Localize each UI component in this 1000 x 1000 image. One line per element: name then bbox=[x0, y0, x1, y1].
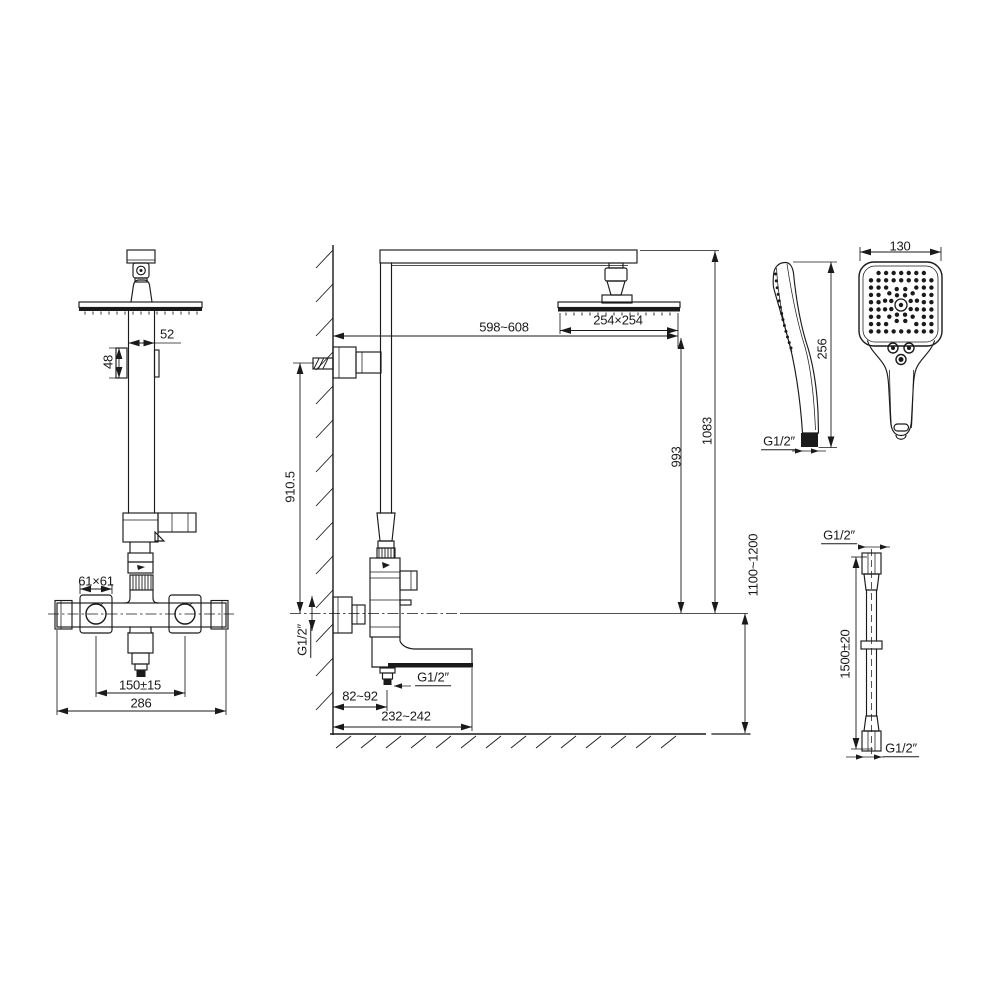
dim-height-1083-label: 1083 bbox=[699, 416, 715, 446]
thread-handshower-label: G1/2″ bbox=[761, 433, 797, 450]
thread-hose-top-label: G1/2″ bbox=[821, 527, 857, 544]
dim-body-width-label: 286 bbox=[130, 695, 152, 711]
thread-hose-bottom-label: G1/2″ bbox=[883, 740, 919, 757]
dim-bracket-height-label: 48 bbox=[100, 354, 116, 370]
dim-height-993-label: 993 bbox=[668, 446, 684, 468]
dim-spout-reach-label: 232~242 bbox=[381, 708, 431, 724]
handshower-views bbox=[772, 247, 943, 454]
dim-outlet-offset-label: 82~92 bbox=[342, 688, 378, 704]
dim-escutcheon-label: 61×61 bbox=[78, 573, 114, 589]
thread-wall-inlet-label: G1/2″ bbox=[294, 622, 311, 658]
front-view bbox=[48, 249, 234, 715]
dim-pipe-width-label: 52 bbox=[159, 326, 175, 342]
dim-head-size-label: 254×254 bbox=[593, 312, 643, 328]
dim-bracket-height-910-label: 910.5 bbox=[282, 471, 298, 503]
dim-install-height-label: 1100~1200 bbox=[745, 533, 761, 597]
thread-spout-outlet-label: G1/2″ bbox=[415, 669, 451, 686]
dim-inlet-spacing-label: 150±15 bbox=[118, 677, 162, 693]
hose-view bbox=[846, 544, 890, 760]
dim-arm-reach-label: 598~608 bbox=[479, 319, 529, 335]
dim-handshower-length-label: 256 bbox=[814, 338, 830, 360]
dim-hose-length-label: 1500±20 bbox=[837, 629, 853, 679]
side-view bbox=[290, 245, 751, 749]
dim-handshower-width-label: 130 bbox=[889, 238, 911, 254]
